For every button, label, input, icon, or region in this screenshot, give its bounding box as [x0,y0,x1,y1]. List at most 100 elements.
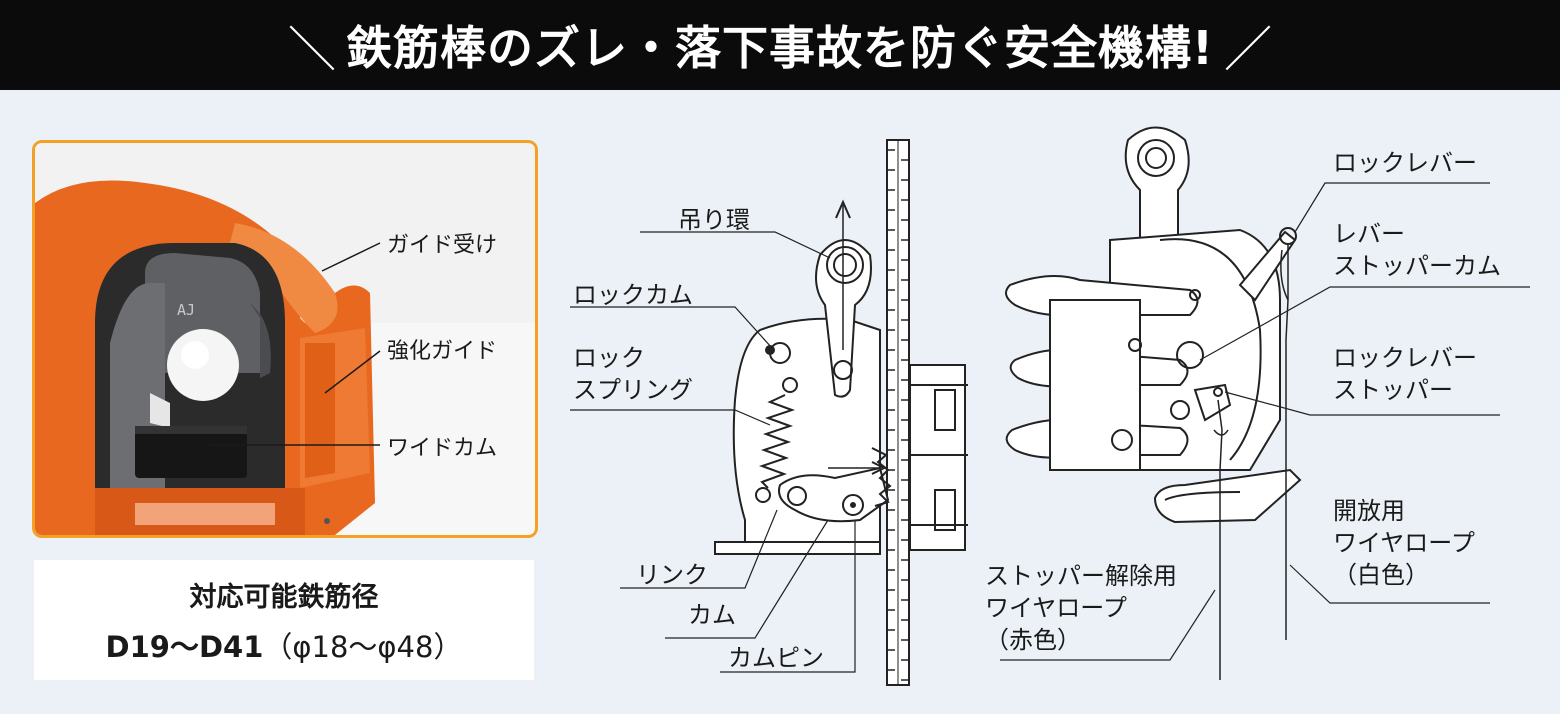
lifting-eye-inner [833,253,857,277]
lifting-ring [815,199,872,398]
clamp-lower-highlight [135,503,275,525]
red-wire-hook [1213,429,1229,436]
label-lever-stopper-cam-line2: ストッパーカム [1333,252,1501,280]
label-stopper-release-rope-line3: （赤色） [985,626,1081,654]
white-wire-hook [1280,249,1289,301]
label-stopper-release-rope: ストッパー解除用 ワイヤロープ （赤色） [985,560,1177,656]
guide-receiver-part [230,223,338,333]
spring-coil [758,394,796,489]
white-wire-rope [1285,245,1289,640]
leader-release-rope [1289,564,1490,604]
arm-pivot [833,360,853,380]
spec-box: 対応可能鉄筋径 D19〜D41（φ18〜φ48） [34,560,534,680]
leader-lifting-ring [640,231,831,259]
label-lock-spring: ロック スプリング [573,342,693,406]
rebar-drawing [886,139,910,686]
title-banner: ＼ 鉄筋棒のズレ・落下事故を防ぐ安全機構! ／ [0,0,1560,90]
right-clamp-drawing [1005,126,1302,680]
leader-cam-pin [720,520,856,673]
cam-pin-ring [842,494,864,516]
leader-lock-spring [570,409,771,426]
guide-core [1049,299,1141,471]
label-lock-cam: ロックカム [573,281,693,309]
label-lock-lever-stopper-line1: ロックレバー [1333,344,1477,372]
label-lever-stopper-cam: レバー ストッパーカム [1333,218,1501,282]
banner-left-mark: ＼ [287,22,336,78]
lever-stopper-cam [1176,341,1204,369]
bracket-plate [909,364,966,551]
label-lock-spring-line1: ロック [573,344,645,372]
leader-cam [665,519,829,639]
leader-lock-lever [1294,182,1490,233]
label-link: リンク [636,561,708,589]
bracket-bolt-bottom [934,489,956,531]
body-bolt [1111,429,1133,451]
left-leader-lines [570,231,856,673]
side-bracket [909,364,968,551]
right-leader-lines [1000,182,1530,661]
label-release-rope: 開放用 ワイヤロープ （白色） [1333,495,1475,591]
label-lock-lever: ロックレバー [1333,149,1477,177]
label-release-rope-line3: （白色） [1333,561,1429,589]
spring-bottom-eye [755,487,771,503]
link-pin [787,486,807,506]
leader-link [620,509,778,589]
label-wide-cam: ワイドカム [387,436,498,461]
guide-edge [250,303,271,378]
leader-reinforced-guide [324,350,381,394]
lock-lever-stopper-bolt [1170,400,1190,420]
leader-lock-cam [570,306,773,349]
bolt-dot [324,518,330,524]
spec-range-d: D19〜D41 [105,629,264,664]
cam-pin-center [850,502,856,508]
label-cam: カム [688,601,736,629]
cam-plate [778,466,890,523]
wide-cam-part [135,426,247,478]
label-cam-pin: カムピン [728,644,824,672]
spec-range-phi: （φ18〜φ48） [263,629,463,664]
right-lifting-eye-inner [1145,147,1167,169]
rebar-highlight [181,341,209,369]
label-release-rope-line1: 開放用 [1333,497,1405,525]
banner-title: 鉄筋棒のズレ・落下事故を防ぐ安全機構! [346,21,1214,75]
clamp-photo-panel: AJ ガイド受け 強化ガイド ワイドカム [32,140,538,538]
leader-lock-lever-stopper [1224,391,1500,416]
label-stopper-release-rope-line2: ワイヤロープ [985,594,1127,622]
label-release-rope-line2: ワイヤロープ [1333,529,1475,557]
spec-heading: 対応可能鉄筋径 [189,581,379,613]
body-rivet-2 [1189,289,1201,301]
rebar-end [150,393,170,428]
cam-teeth [871,447,892,507]
banner-right-mark: ／ [1223,22,1272,78]
wide-cam-top-edge [135,426,247,434]
right-body-curve [1159,238,1262,461]
label-lock-spring-line2: スプリング [573,376,693,404]
leader-lever-stopper-cam [1199,286,1530,361]
base-tray-edge [1164,491,1241,501]
spec-range: D19〜D41（φ18〜φ48） [106,624,463,666]
right-lifting-eye [1137,139,1175,177]
leader-guide-receiver [321,242,381,272]
label-lock-lever-stopper-line2: ストッパー [1333,376,1453,404]
stopper-pin [1213,387,1223,397]
lock-cam-pin [765,345,775,355]
label-stopper-release-rope-line1: ストッパー解除用 [985,562,1177,590]
leader-stopper-release-rope [1000,589,1216,661]
bracket-bolt-top [934,389,956,431]
lift-arrow-head [835,199,851,219]
lock-spring [755,377,798,503]
right-lifting-arm [1124,126,1190,246]
label-lifting-ring: 吊り環 [678,206,750,234]
clamp-base [714,541,881,555]
label-guide-receiver: ガイド受け [387,233,498,258]
label-reinforced-guide: 強化ガイド [387,339,498,364]
cam-assembly [778,447,892,523]
base-tray [1153,468,1302,524]
lock-lever-ring [1279,227,1297,245]
red-wire-rope [1217,399,1223,680]
clamp-photo-illustration: AJ [35,143,535,535]
grip-arrow-head [871,461,887,475]
spring-top-eye [782,377,798,393]
